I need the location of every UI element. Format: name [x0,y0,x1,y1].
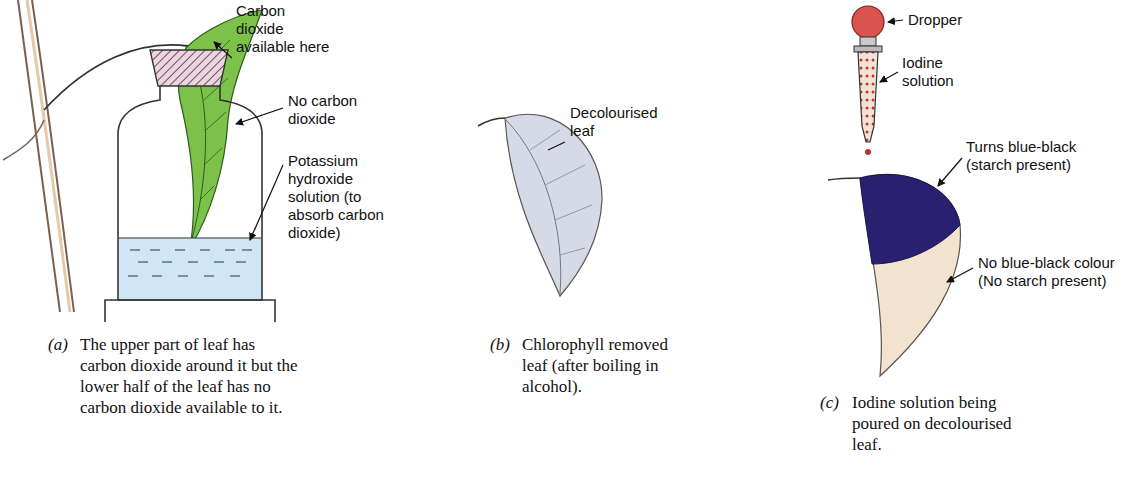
callout-label: No blue-black colour (No starch present) [978,254,1118,290]
callout-label: Carbon dioxide available here [236,2,336,56]
callout-label: Decolourised leaf [570,104,670,140]
panel-letter: (b) [490,334,520,355]
callout-label: No carbon dioxide [288,92,388,128]
panel-caption: Iodine solution being poured on decolour… [852,392,1042,455]
callout-label: Iodine solution [902,54,982,90]
callout-label: Potassium hydroxide solution (to absorb … [288,152,403,242]
panel-letter: (c) [820,392,850,413]
panel-caption: The upper part of leaf has carbon dioxid… [80,334,305,418]
callout-label: Turns blue-black (starch present) [966,138,1116,174]
callout-label: Dropper [908,11,988,29]
panel-caption: Chlorophyll removed leaf (after boiling … [522,334,692,397]
panel-letter: (a) [48,334,78,355]
